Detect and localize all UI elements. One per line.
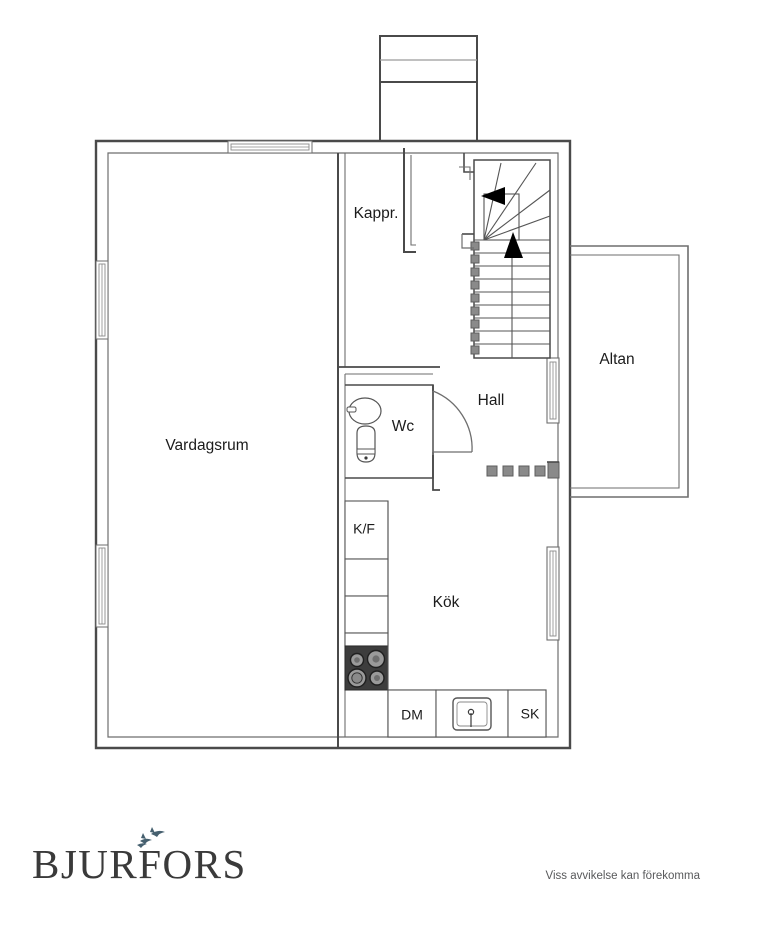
room-label-vardagsrum: Vardagsrum [165,437,248,454]
unit-label-kf: K/F [353,521,375,537]
counter-unit-2 [344,595,389,634]
washbasin-fixture [346,397,382,425]
window-living-left-upper [95,260,109,340]
room-label-altan: Altan [599,351,634,368]
window-living-top [227,140,313,154]
toilet-fixture [356,425,376,463]
up-arrow [504,232,523,258]
counter-unit-3 [344,632,389,647]
logo-wordmark: BJURFORS [32,841,247,887]
cabinet-unit [507,689,547,738]
step-markers [470,241,480,355]
unit-label-sk: SK [521,706,540,722]
room-label-hall: Hall [478,392,505,409]
landing-arrow [481,187,505,205]
stove-fixture [344,645,389,691]
room-label-wc: Wc [392,418,415,435]
unit-label-dm: DM [401,707,423,723]
sink-fixture [452,697,492,731]
staircase [459,153,551,359]
disclaimer-text: Viss avvikelse kan förekomma [546,870,701,882]
entrance-porch [379,35,478,142]
altan-deck [570,245,689,498]
counter-unit-1 [344,558,389,597]
brand-logo: BJURFORS [32,827,247,887]
altan-threshold-markers [486,461,560,479]
window-kitchen-right [546,546,560,641]
dishwasher-unit [387,689,437,738]
door-wc [432,390,473,453]
fridge-freezer-unit [344,500,389,560]
kitchen-units [344,500,547,738]
logo-birds-icon [137,827,165,848]
room-label-kappr: Kappr. [354,205,399,222]
room-label-kok: Kök [433,594,460,611]
wc-room [345,384,473,491]
window-hall-right [546,357,560,424]
window-living-left-lower [95,544,109,628]
